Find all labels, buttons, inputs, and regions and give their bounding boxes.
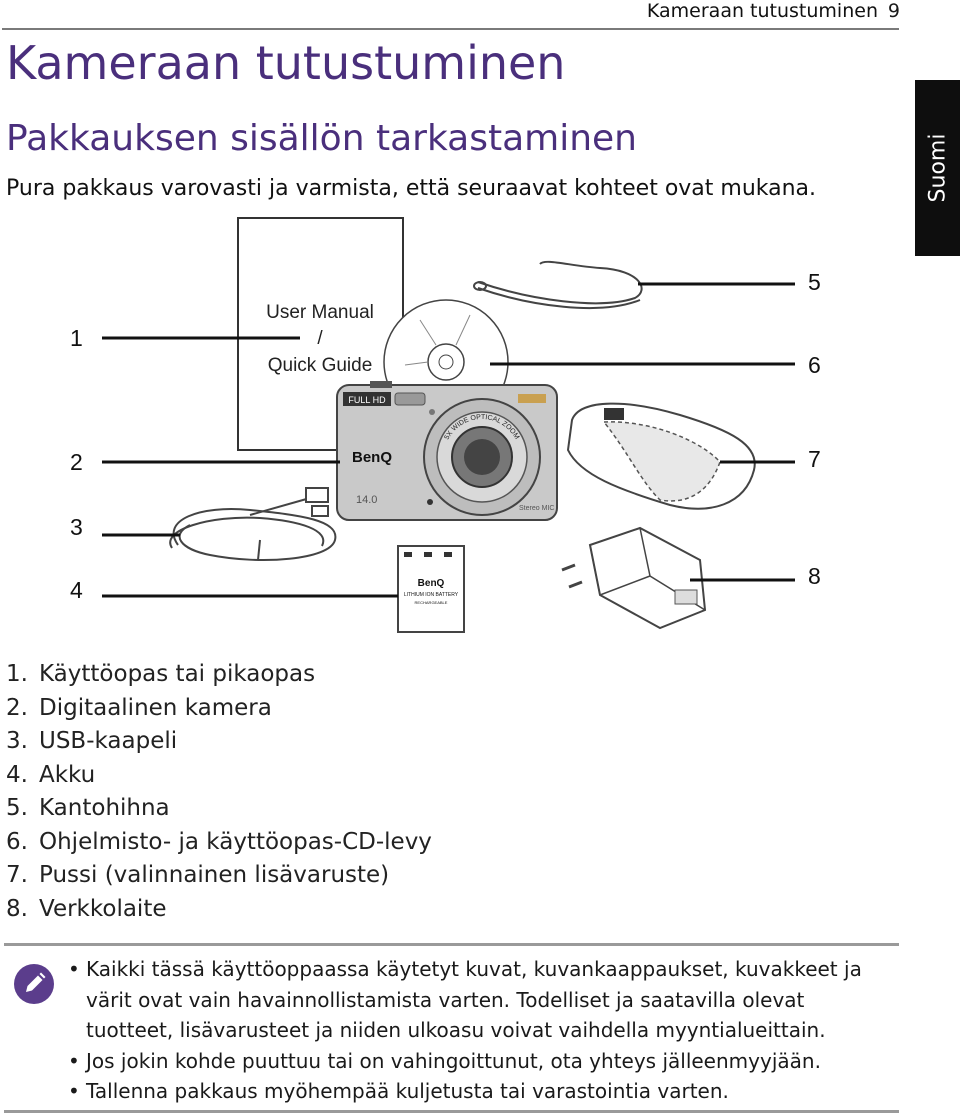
- callout-1: 1: [70, 325, 83, 351]
- note-rule-top: [4, 943, 899, 946]
- note-item: Kaikki tässä käyttöoppaassa käytetyt kuv…: [66, 954, 896, 1046]
- pouch-illustration: [566, 402, 756, 510]
- package-contents-figure: User Manual / Quick Guide FULL HD 5X WID…: [0, 210, 821, 633]
- contents-list: 1. Käyttöopas tai pikaopas 2. Digitaalinen…: [6, 658, 432, 926]
- battery-sub: RECHARGEABLE: [415, 600, 448, 605]
- header-section-title: Kameraan tutustuminen: [646, 0, 878, 22]
- strap-illustration: [473, 260, 643, 309]
- list-item: 1. Käyttöopas tai pikaopas: [6, 658, 432, 692]
- list-item-number: 4.: [6, 761, 28, 788]
- language-tab: Suomi: [915, 80, 960, 256]
- manual-label-line-3: Quick Guide: [268, 355, 373, 376]
- note-item: Jos jokin kohde puuttuu tai on vahingoit…: [66, 1046, 896, 1077]
- camera-megapixels: 14.0: [356, 494, 377, 506]
- list-item-number: 3.: [6, 728, 28, 754]
- callout-6: 6: [808, 352, 821, 378]
- callout-3: 3: [70, 514, 83, 540]
- camera-mic: Stereo MIC: [519, 505, 554, 512]
- page-number: 9: [887, 0, 900, 22]
- note-rule-bottom: [4, 1110, 899, 1113]
- callout-4: 4: [70, 577, 83, 603]
- list-item-label: Verkkolaite: [39, 895, 167, 922]
- list-item: 3. USB-kaapeli: [6, 725, 432, 759]
- language-tab-label: Suomi: [925, 133, 950, 203]
- usb-cable-illustration: [169, 487, 337, 561]
- list-item-label: USB-kaapeli: [39, 728, 178, 754]
- battery-type: LITHIUM ION BATTERY: [404, 592, 459, 598]
- manual-label-line-1: User Manual: [266, 302, 374, 323]
- list-item-number: 5.: [6, 795, 28, 821]
- pencil-icon: [14, 964, 54, 1004]
- camera-brand: BenQ: [352, 449, 392, 466]
- manual-label-line-2: /: [317, 328, 323, 349]
- list-item-number: 2.: [6, 694, 28, 721]
- page-title: Kameraan tutustuminen: [6, 36, 566, 90]
- callout-7: 7: [808, 446, 821, 472]
- list-item: 7. Pussi (valinnainen lisävaruste): [6, 859, 432, 893]
- list-item: 6. Ohjelmisto- ja käyttöopas-CD-levy: [6, 826, 432, 860]
- section-subtitle: Pakkauksen sisällön tarkastaminen: [6, 118, 638, 159]
- camera-badge: FULL HD: [348, 395, 386, 405]
- list-item-label: Akku: [39, 761, 96, 788]
- battery-illustration: BenQ LITHIUM ION BATTERY RECHARGEABLE: [397, 545, 465, 633]
- list-item-number: 8.: [6, 895, 28, 922]
- list-item: 4. Akku: [6, 759, 432, 793]
- callout-5: 5: [808, 269, 821, 295]
- header-rule: [2, 28, 899, 30]
- list-item-number: 7.: [6, 862, 28, 888]
- callout-2: 2: [70, 449, 83, 475]
- list-item-label: Käyttöopas tai pikaopas: [39, 661, 316, 687]
- list-item: 2. Digitaalinen kamera: [6, 692, 432, 726]
- adapter-illustration: [561, 526, 707, 630]
- list-item: 5. Kantohihna: [6, 792, 432, 826]
- intro-text: Pura pakkaus varovasti ja varmista, että…: [6, 176, 817, 201]
- list-item-label: Pussi (valinnainen lisävaruste): [39, 862, 390, 888]
- list-item-number: 6.: [6, 828, 28, 855]
- note-item: Tallenna pakkaus myöhempää kuljetusta ta…: [66, 1076, 896, 1107]
- callout-8: 8: [808, 563, 821, 589]
- battery-brand: BenQ: [418, 578, 445, 589]
- callout-numbers: 1 2 3 4 5 6 7 8: [70, 269, 821, 603]
- list-item: 8. Verkkolaite: [6, 893, 432, 927]
- list-item-label: Ohjelmisto- ja käyttöopas-CD-levy: [39, 828, 432, 855]
- list-item-label: Digitaalinen kamera: [39, 694, 272, 721]
- list-item-number: 1.: [6, 661, 28, 687]
- notes-list: Kaikki tässä käyttöoppaassa käytetyt kuv…: [66, 954, 896, 1107]
- callout-lines: [102, 282, 795, 598]
- list-item-label: Kantohihna: [39, 795, 170, 821]
